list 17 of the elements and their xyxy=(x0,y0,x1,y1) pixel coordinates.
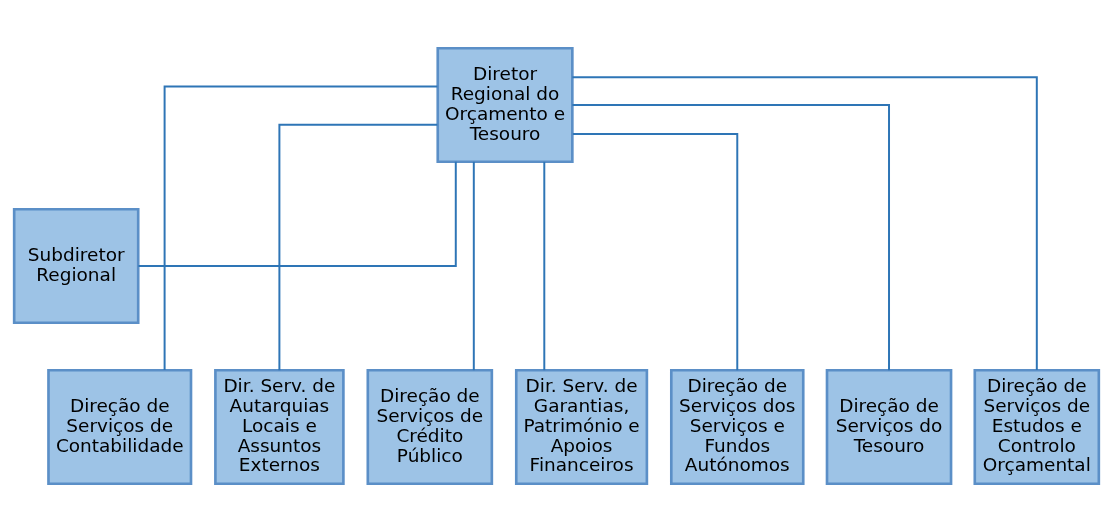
node-box: Direção de Serviços de Contabilidade xyxy=(47,368,193,485)
node-box: Subdiretor Regional xyxy=(12,207,140,324)
connector xyxy=(571,103,890,371)
node-box: Direção de Serviços dos Serviços e Fundos Autónomos xyxy=(669,368,805,485)
connector xyxy=(571,132,739,371)
node-box: Diretor Regional do Orçamento e Tesouro xyxy=(436,46,574,163)
node-box: Direção de Serviços de Estudos e Controlo Orçamental xyxy=(973,368,1101,485)
connector xyxy=(472,160,475,371)
connector xyxy=(543,160,546,371)
connector xyxy=(163,85,439,371)
connector xyxy=(137,160,457,267)
node-box: Direção de Serviços de Crédito Público xyxy=(366,368,494,485)
connector xyxy=(278,123,439,371)
node-box: Dir. Serv. de Autarquias Locais e Assuntos Externos xyxy=(214,368,345,485)
connector xyxy=(571,75,1038,371)
node-box: Dir. Serv. de Garantias, Património e Apoios Financeiros xyxy=(514,368,649,485)
node-box: Direção de Serviços do Tesouro xyxy=(825,368,953,485)
